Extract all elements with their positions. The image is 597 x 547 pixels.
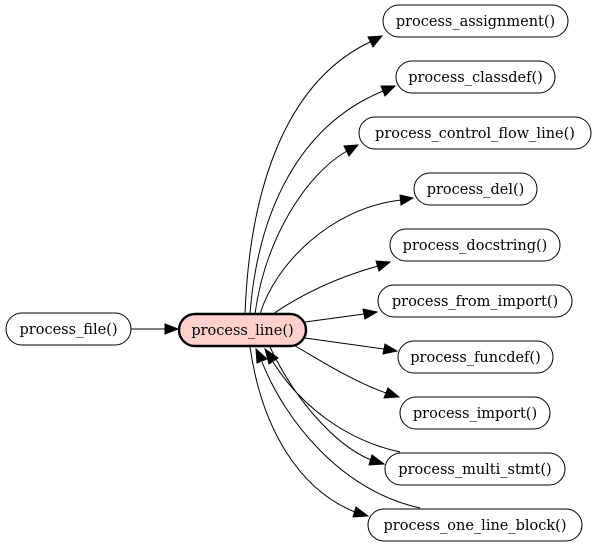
edge-to-process_classdef-arrowhead	[380, 85, 397, 97]
edge-to-process_docstring	[269, 265, 379, 317]
node-process_one_line_block-shape	[367, 508, 583, 542]
edge-to-process_assignment	[244, 41, 371, 315]
node-process_assignment-label: process_assignment()	[396, 14, 555, 30]
node-process_del[interactable]: process_del()	[413, 172, 538, 206]
edge-to-process_del-arrowhead	[399, 194, 415, 206]
edge-to-process_one_line_block	[249, 346, 356, 513]
node-process_control_flow_line-shape	[358, 116, 592, 150]
node-process_assignment[interactable]: process_assignment()	[382, 4, 569, 38]
edge-to-process_funcdef	[304, 337, 385, 350]
edge-to-process_multi_stmt-arrowhead	[368, 454, 386, 466]
node-process_docstring-label: process_docstring()	[403, 238, 548, 254]
edge-to-process_one_line_block-arrowhead	[352, 506, 370, 518]
node-process_control_flow_line-label: process_control_flow_line()	[375, 126, 575, 142]
node-process_control_flow_line[interactable]: process_control_flow_line()	[358, 116, 592, 150]
node-process_from_import[interactable]: process_from_import()	[377, 284, 573, 318]
node-process_from_import-shape	[377, 284, 573, 318]
node-process_import[interactable]: process_import()	[399, 396, 551, 430]
edge-to-process_from_import	[304, 313, 365, 323]
node-process_line-shape	[177, 312, 308, 348]
edge-to-process_import	[289, 342, 387, 394]
node-process_docstring-shape	[389, 228, 561, 262]
edge-to-process_multi_stmt	[269, 346, 372, 461]
node-process_del-shape	[413, 172, 538, 206]
edge-process_multi_stmt-to-process_line-arrowhead	[264, 347, 279, 365]
node-process_import-label: process_import()	[413, 406, 537, 422]
node-process_multi_stmt[interactable]: process_multi_stmt()	[384, 452, 566, 486]
edge-to-process_classdef	[249, 90, 384, 315]
node-process_multi_stmt-shape	[384, 452, 566, 486]
node-process_del-label: process_del()	[427, 182, 525, 198]
node-process_import-shape	[399, 396, 551, 430]
node-process_funcdef-label: process_funcdef()	[410, 350, 541, 366]
node-process_classdef-shape	[395, 60, 556, 94]
node-process_multi_stmt-label: process_multi_stmt()	[398, 462, 551, 478]
node-process_file-shape	[5, 312, 132, 346]
node-process_funcdef[interactable]: process_funcdef()	[397, 340, 554, 374]
node-process_line[interactable]: process_line()	[177, 312, 308, 348]
node-process_file-label: process_file()	[20, 322, 118, 338]
edge-to-process_del	[259, 199, 402, 315]
edge-process_file-to-process_line-arrowhead	[164, 323, 180, 335]
edge-process_one_line_block-to-process_line-arrowhead	[255, 347, 268, 364]
node-process_one_line_block-label: process_one_line_block()	[384, 518, 567, 534]
node-process_from_import-label: process_from_import()	[392, 294, 558, 310]
edge-process_one_line_block-to-process_line	[261, 361, 421, 509]
edges	[131, 35, 421, 518]
edge-to-process_from_import-arrowhead	[362, 308, 379, 320]
edge-to-process_import-arrowhead	[383, 387, 401, 399]
edge-to-process_control_flow_line	[254, 150, 348, 315]
node-process_file[interactable]: process_file()	[5, 312, 132, 346]
edge-to-process_funcdef-arrowhead	[382, 343, 399, 355]
edge-to-process_control_flow_line-arrowhead	[343, 144, 360, 157]
edge-to-process_docstring-arrowhead	[375, 260, 392, 272]
edge-to-process_assignment-arrowhead	[367, 35, 384, 48]
node-process_docstring[interactable]: process_docstring()	[389, 228, 561, 262]
nodes: process_file() process_line() process_as…	[5, 4, 592, 542]
node-process_assignment-shape	[382, 4, 569, 38]
node-process_funcdef-shape	[397, 340, 554, 374]
node-process_line-label: process_line()	[191, 323, 293, 339]
node-process_one_line_block[interactable]: process_one_line_block()	[367, 508, 583, 542]
node-process_classdef-label: process_classdef()	[408, 70, 543, 86]
edge-process_multi_stmt-to-process_line	[272, 361, 401, 453]
node-process_classdef[interactable]: process_classdef()	[395, 60, 556, 94]
